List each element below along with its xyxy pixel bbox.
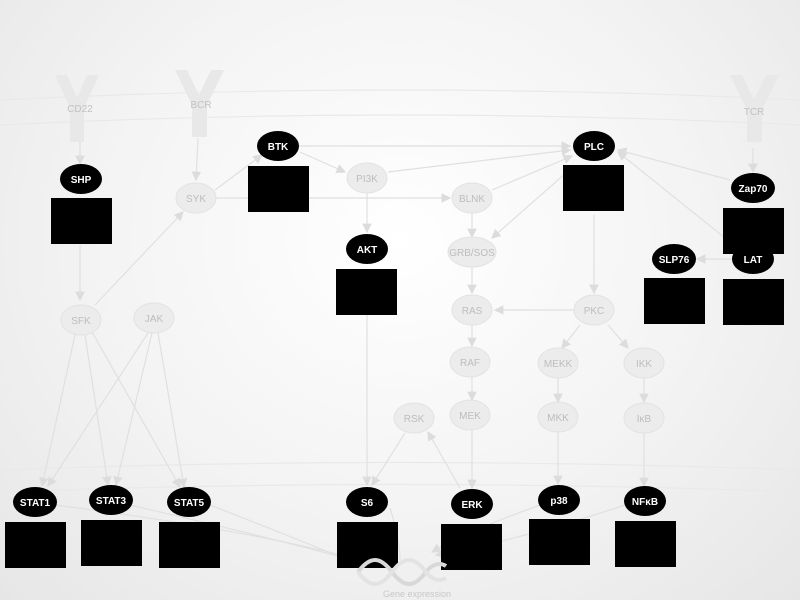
redaction-box: [5, 522, 66, 568]
node-grbsos: GRB/SOS: [447, 236, 497, 268]
svg-text:SLP76: SLP76: [659, 255, 690, 266]
svg-text:JAK: JAK: [145, 314, 164, 325]
receptor-tcr: TCR: [730, 75, 779, 142]
redaction-box: [563, 165, 624, 211]
node-s6: S6: [337, 487, 398, 568]
svg-text:NFκB: NFκB: [632, 497, 658, 508]
node-shp: SHP: [51, 164, 112, 244]
svg-text:SFK: SFK: [71, 316, 91, 327]
svg-text:PKC: PKC: [584, 306, 605, 317]
membrane-line: [0, 89, 800, 101]
node-sfk: SFK: [60, 304, 102, 336]
redaction-box: [51, 198, 112, 244]
node-p38: p38: [529, 485, 590, 565]
node-blnk: BLNK: [451, 182, 493, 214]
node-stat1: STAT1: [5, 487, 66, 568]
svg-text:GRB/SOS: GRB/SOS: [449, 248, 495, 259]
svg-text:STAT1: STAT1: [20, 498, 51, 509]
svg-text:PLC: PLC: [584, 142, 604, 153]
node-plc: PLC: [563, 131, 624, 211]
node-mek: MEK: [449, 399, 491, 431]
svg-text:BLNK: BLNK: [459, 194, 485, 205]
membrane-line: [0, 114, 800, 126]
node-zap70: Zap70: [723, 173, 784, 254]
svg-text:IKK: IKK: [636, 359, 652, 370]
redaction-box: [159, 522, 220, 568]
node-btk: BTK: [248, 131, 309, 212]
svg-text:RAS: RAS: [462, 306, 483, 317]
svg-text:RAF: RAF: [460, 358, 480, 369]
redaction-box: [615, 521, 676, 567]
receptor-bcr: BCR: [175, 70, 224, 137]
svg-text:SHP: SHP: [71, 175, 92, 186]
redaction-box: [81, 520, 142, 566]
node-erk: ERK: [441, 489, 502, 570]
node-stat3: STAT3: [81, 485, 142, 566]
svg-text:BTK: BTK: [268, 142, 289, 153]
node-nfkb: NFκB: [615, 486, 676, 567]
receptor-label: TCR: [744, 107, 765, 118]
node-raf: RAF: [449, 346, 491, 378]
redaction-box: [336, 269, 397, 315]
dna-helix-icon: [356, 558, 448, 586]
node-akt: AKT: [336, 234, 397, 315]
node-ikk: IKK: [623, 347, 665, 379]
node-slp76: SLP76: [644, 244, 705, 324]
node-ikb: IκB: [623, 402, 665, 434]
redaction-box: [529, 519, 590, 565]
svg-text:RSK: RSK: [404, 414, 425, 425]
nucleus-line: [0, 461, 800, 471]
svg-text:Zap70: Zap70: [739, 184, 768, 195]
svg-text:MEK: MEK: [459, 411, 481, 422]
node-lat: LAT: [723, 244, 784, 325]
node-rsk: RSK: [393, 402, 435, 434]
svg-text:MKK: MKK: [547, 413, 569, 424]
receptor-cd22: CD22: [55, 75, 99, 142]
svg-text:LAT: LAT: [744, 255, 763, 266]
svg-text:MEKK: MEKK: [544, 359, 573, 370]
svg-text:PI3K: PI3K: [356, 174, 378, 185]
svg-text:AKT: AKT: [357, 245, 378, 256]
svg-text:S6: S6: [361, 498, 374, 509]
node-syk: SYK: [175, 182, 217, 214]
node-pi3k: PI3K: [346, 162, 388, 194]
redaction-box: [723, 279, 784, 325]
node-ras: RAS: [451, 294, 493, 326]
node-jak: JAK: [133, 302, 175, 334]
node-mkk: MKK: [537, 401, 579, 433]
svg-text:IκB: IκB: [637, 414, 652, 425]
svg-text:ERK: ERK: [461, 500, 483, 511]
gene-expression-label: Gene expression: [383, 589, 451, 599]
svg-text:STAT3: STAT3: [96, 496, 127, 507]
redaction-box: [248, 166, 309, 212]
svg-text:STAT5: STAT5: [174, 498, 205, 509]
node-stat5: STAT5: [159, 487, 220, 568]
svg-text:SYK: SYK: [186, 194, 206, 205]
node-mekk: MEKK: [537, 347, 579, 379]
redaction-box: [441, 524, 502, 570]
redaction-box: [644, 278, 705, 324]
svg-text:p38: p38: [550, 496, 568, 507]
receptor-label: CD22: [67, 104, 93, 115]
receptor-label: BCR: [190, 100, 211, 111]
node-pkc: PKC: [573, 294, 615, 326]
